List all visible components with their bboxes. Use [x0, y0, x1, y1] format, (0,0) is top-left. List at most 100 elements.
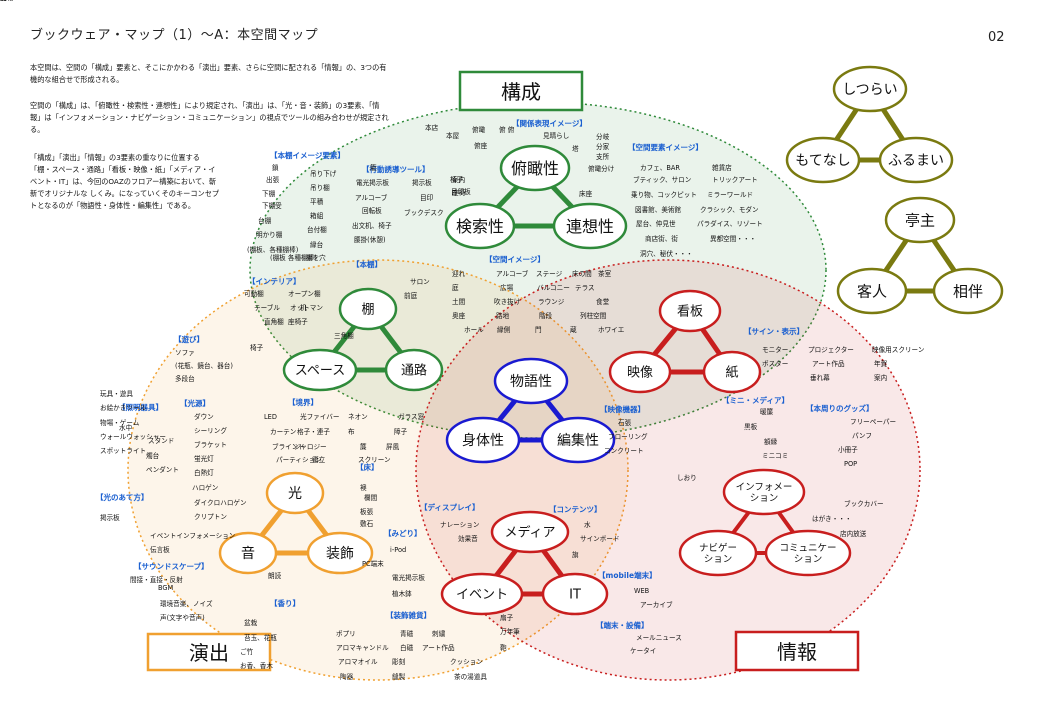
diagram-word: 商店街、街: [645, 234, 678, 243]
diagram-word: ウォールウォッシャー: [100, 433, 166, 441]
diagram-word: (花瓶、鏡台、器台): [175, 361, 233, 370]
triad-node: インフォメーション: [722, 468, 806, 516]
diagram-word: ダイクロハロゲン: [194, 498, 247, 507]
diagram-word: オットマン: [290, 304, 323, 312]
triad-node: 音: [218, 531, 278, 575]
diagram-word: スポットライト: [100, 447, 146, 455]
diagram-word: 平積: [310, 197, 324, 206]
triad-node-label: 相伴: [953, 282, 983, 300]
diagram-word: ポスター: [762, 359, 788, 368]
triad-tana: 棚スペース通路: [282, 287, 444, 392]
triads-layer: 俯瞰性検索性連想性棚スペース通路看板映像紙物語性身体性編集性光音装飾メディアイベ…: [218, 65, 1004, 616]
diagram-word: POP: [844, 460, 857, 468]
diagram-word: 鎖: [272, 163, 279, 172]
diagram-word: 襖: [360, 483, 367, 492]
enshutsu-circle: [127, 259, 629, 681]
diagram-word: アロマキャンドル: [336, 644, 389, 652]
triad-node: ふるまい: [878, 136, 954, 184]
diagram-word: ブラケット: [194, 440, 227, 449]
triad-node-shape: [384, 348, 444, 392]
triad-node: メディア: [490, 510, 570, 554]
diagram-word: 電光掲示板: [356, 178, 389, 187]
diagram-word: ガラス窓: [398, 412, 425, 421]
diagram-word: 年賀: [874, 359, 888, 368]
category-label: 【装飾雑貨】: [386, 610, 431, 620]
diagram-word: 吹き抜け: [494, 297, 521, 306]
diagram-word: 青磁: [400, 629, 414, 638]
triad-node-shape: [836, 267, 908, 315]
diagram-word: 衝立: [312, 455, 326, 464]
triad-node-shape: [265, 471, 325, 515]
diagram-word: 垂れ幕: [810, 373, 830, 382]
diagram-word: 三角棚: [334, 331, 354, 340]
diagram-word: アルコーブ: [355, 193, 388, 202]
diagram-word: 出文机、椅子: [352, 221, 392, 230]
diagram-word: カフェ、BAR: [640, 164, 680, 172]
diagram-word: アート作品: [422, 643, 455, 652]
diagram-word: 図書館、美術館: [635, 205, 682, 214]
diagram-word: 雑貨店: [712, 163, 732, 172]
diagram-word: トリックアート: [712, 176, 758, 184]
triad-node-label: もてなし: [795, 153, 850, 169]
diagram-word: 障子: [394, 427, 408, 436]
diagram-word: 燭台: [146, 451, 160, 460]
diagram-word: フローリング: [608, 432, 648, 441]
diagram-word: 明かり棚: [256, 230, 283, 239]
triad-story: 物語性身体性編集性: [445, 357, 616, 464]
diagram-word: 直角棚: [264, 317, 284, 326]
triad-node-label: 通路: [401, 363, 427, 379]
diagram-word: 水: [584, 520, 591, 529]
diagram-word: 下棚: [262, 189, 276, 198]
triad-node: 棚: [338, 287, 398, 331]
diagram-word: 縫製: [392, 672, 406, 681]
diagram-word: ミニコミ: [762, 452, 788, 460]
triad-node-label: ション: [794, 554, 823, 565]
diagram-word: 台付棚: [307, 225, 327, 234]
diagram-word: 映像用スクリーン: [872, 345, 925, 354]
diagram-word: 床座: [579, 189, 593, 198]
category-label: 【みどり】: [384, 528, 422, 538]
category-label: 【空間イメージ】: [485, 254, 545, 264]
category-label: 【端末・設備】: [596, 620, 649, 630]
diagram-word: ハロゲン: [192, 483, 219, 492]
triad-node: IT: [541, 572, 609, 616]
triad-node-shape: [785, 136, 861, 184]
triad-node: コミュニケーション: [764, 529, 852, 577]
diagram-word: WEB: [634, 587, 650, 595]
triad-node-shape: [444, 202, 516, 250]
diagram-word: 出張: [266, 175, 280, 184]
diagram-word: 台棚: [258, 216, 272, 225]
triad-node: しつらい: [832, 65, 908, 113]
category-label: 【境界】: [288, 397, 318, 407]
diagram-word: 茶の湯道具: [454, 672, 487, 681]
triad-node-label: 編集性: [557, 432, 599, 449]
triad-node: 紙: [702, 350, 762, 394]
diagram-word: 刺繍: [432, 629, 446, 638]
enshutsu-label: 演出: [146, 632, 272, 672]
diagram-word: アート作品: [812, 359, 845, 368]
diagram-word: 見晴らし: [543, 131, 569, 140]
diagram-word: 座椅子: [288, 317, 308, 326]
diagram-word: 盆栽: [244, 618, 258, 627]
diagram-word: 可動棚: [244, 289, 264, 298]
diagram-word: 店内放送: [840, 529, 867, 538]
diagram-word: クラシック、モダン: [700, 205, 759, 214]
diagram-word: フリーペーパー: [850, 418, 896, 426]
koisei-label: 構成: [458, 70, 584, 112]
words-layer: 本店本屋俯瞰俯 俯見晴らし塔分岐分家支所俯瞰分け俯座カフェ、BARブティック、サ…: [0, 0, 925, 681]
triad-node-shape: [490, 510, 570, 554]
triad-node: ナビゲーション: [678, 529, 758, 577]
triad-node-shape: [552, 202, 628, 250]
diagram-word: ホール: [464, 326, 484, 334]
triad-node: 光: [265, 471, 325, 515]
joho-label: 情報: [734, 630, 860, 672]
diagram-word: 小冊子: [838, 445, 858, 454]
diagram-word: 黒板: [744, 422, 758, 431]
category-label: 【遊び】: [174, 334, 204, 344]
triad-node-label: 連想性: [566, 217, 614, 236]
category-label: 【コンテンツ】: [549, 504, 602, 514]
triad-node-shape: [608, 350, 672, 394]
diagram-word: ブティック、サロン: [633, 175, 692, 184]
triad-node-label: ション: [750, 493, 779, 504]
